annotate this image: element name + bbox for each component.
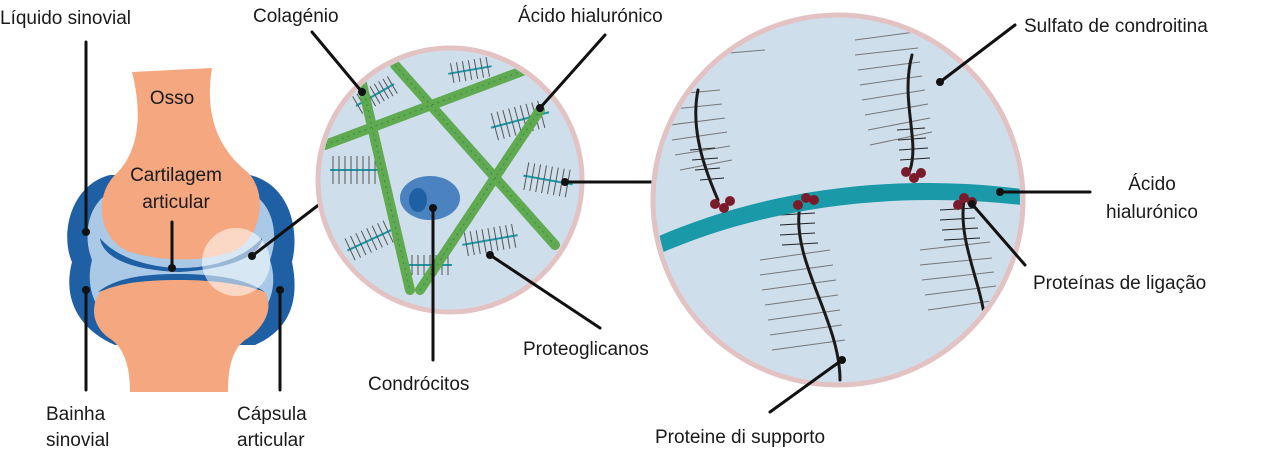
label-sulfato: Sulfato de condroitina bbox=[1024, 16, 1208, 37]
lower-bone bbox=[93, 280, 269, 392]
label-capsula-2: articular bbox=[237, 430, 305, 451]
label-cartilagem-1: Cartilagem bbox=[130, 165, 222, 186]
cartilage-zoom-circle bbox=[315, 45, 585, 315]
label-liquido-sinovial: Líquido sinovial bbox=[0, 8, 131, 29]
chondrocyte bbox=[400, 176, 460, 220]
label-acido-1: Ácido bbox=[1128, 174, 1176, 195]
label-condrocitos: Condrócitos bbox=[368, 374, 469, 395]
label-acido-hialuronico-top: Ácido hialurónico bbox=[518, 6, 663, 27]
link-proteins bbox=[710, 167, 977, 213]
middle-leaders bbox=[310, 30, 654, 362]
chondrocyte-nucleus bbox=[409, 188, 427, 212]
label-bainha-2: sinovial bbox=[46, 430, 109, 451]
joint-leaders bbox=[82, 40, 327, 392]
proteoglycan-clusters bbox=[330, 56, 573, 275]
molecular-zoom-circle bbox=[650, 12, 1026, 388]
right-leaders bbox=[768, 23, 1092, 414]
knee-joint bbox=[67, 68, 295, 392]
label-capsula-1: Cápsula bbox=[237, 404, 307, 425]
label-osso: Osso bbox=[150, 88, 194, 109]
label-proteinas-ligacao: Proteínas de ligação bbox=[1033, 273, 1206, 294]
glycosaminoglycan-chains bbox=[664, 31, 999, 351]
label-colagenio: Colagénio bbox=[253, 6, 339, 27]
label-proteine-supporto: Proteine di supporto bbox=[655, 427, 825, 448]
upper-bone bbox=[101, 68, 260, 260]
label-proteoglicanos: Proteoglicanos bbox=[523, 339, 649, 360]
magnifier-highlight bbox=[202, 228, 270, 296]
label-acido-2: hialurónico bbox=[1106, 202, 1198, 223]
hyaluronic-acid-band bbox=[656, 183, 1020, 258]
label-cartilagem-2: articular bbox=[142, 192, 210, 213]
label-bainha-1: Bainha bbox=[46, 404, 106, 425]
